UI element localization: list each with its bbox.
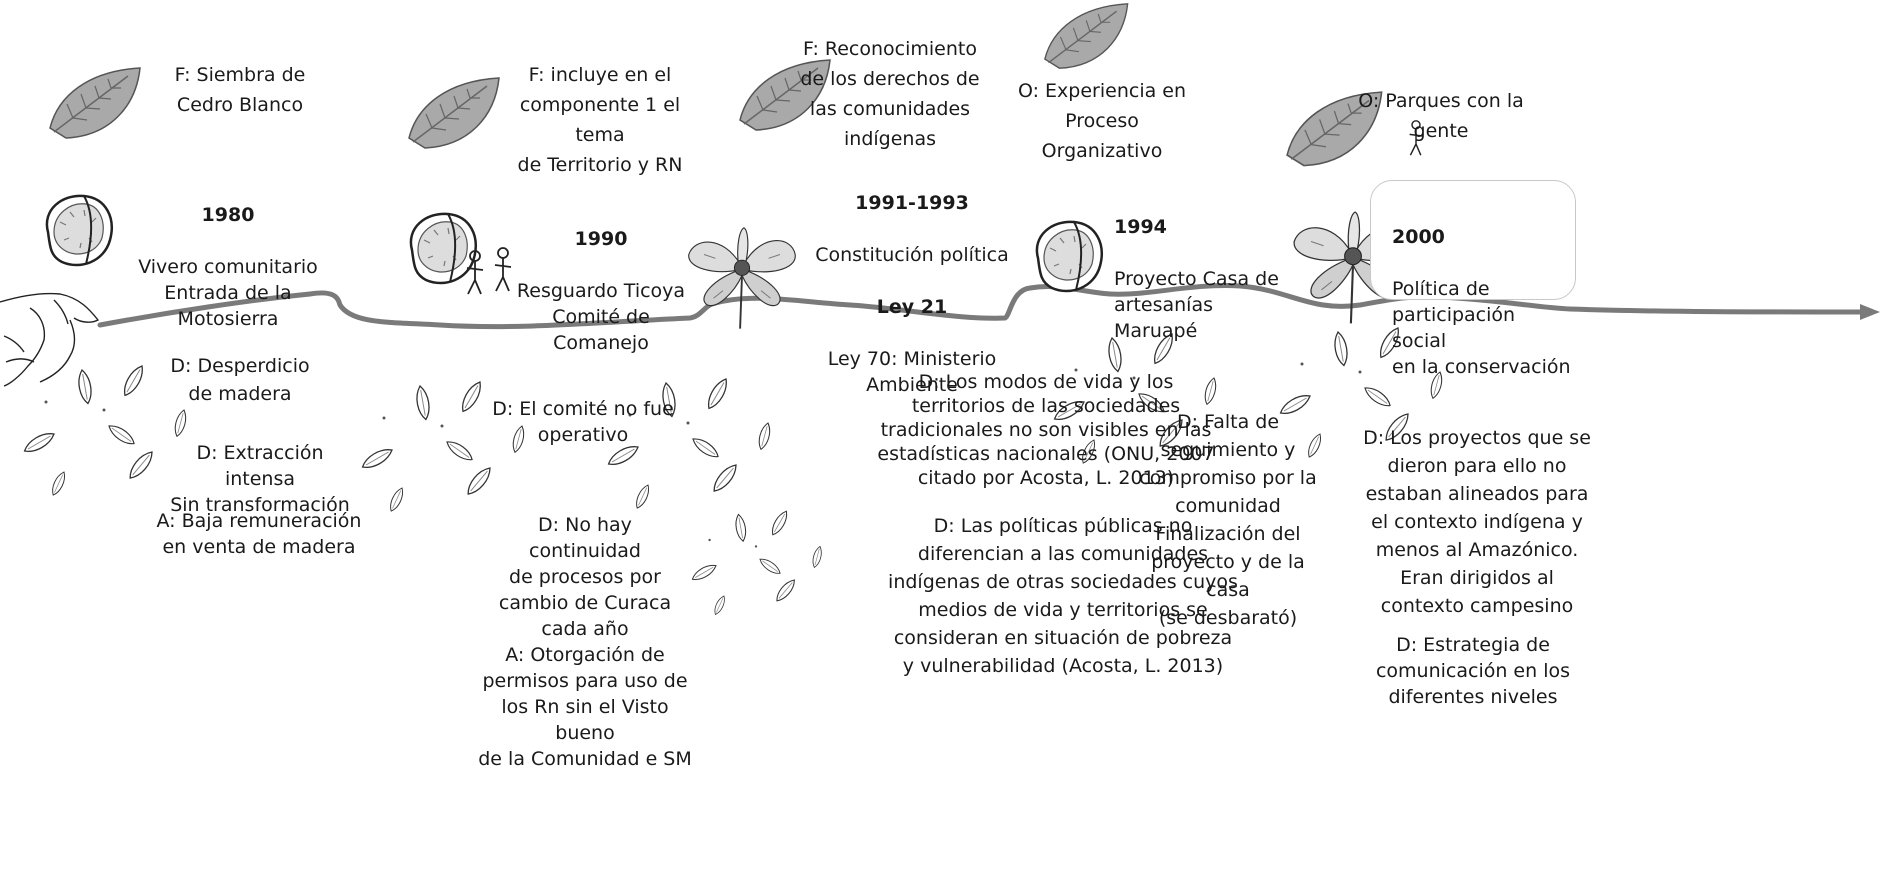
leaf-icon [409,78,499,148]
milestone-year: 2000 [1392,224,1572,250]
weakness-seguimiento: D: Falta de seguimiento y compromiso por… [1128,408,1328,632]
milestone-1980: 1980 Vivero comunitario Entrada de la Mo… [138,176,318,358]
threat-permisos: A: Otorgación de permisos para uso de lo… [470,642,700,772]
arrow-head-icon [1860,304,1880,320]
milestone-text: Constitución política [812,242,1012,268]
milestone-text: Proyecto Casa de artesanías Maruapé [1114,266,1294,344]
milestone-year: 1990 [508,226,694,252]
weakness-continuidad: D: No hay continuidad de procesos por ca… [480,512,690,642]
milestone-year: 1994 [1114,214,1294,240]
opportunity-parques: O: Parques con la gente [1356,86,1526,146]
milestone-year: 1980 [138,202,318,228]
seed-icon [411,214,476,283]
seed-icon [47,196,112,265]
weakness-comunicacion: D: Estrategia de comunicación en los dif… [1370,632,1576,710]
milestone-text: Política de participación social en la c… [1392,276,1572,380]
strength-reconocimiento: F: Reconocimiento de los derechos de las… [800,34,980,154]
strength-componente: F: incluye en el componente 1 el tema de… [500,60,700,180]
milestone-law: Ley 21 [812,294,1012,320]
weakness-desperdicio: D: Desperdicio de madera [160,352,320,408]
leaf-icon [50,68,140,138]
milestone-text: Vivero comunitario Entrada de la Motosie… [138,254,318,332]
milestone-text: Resguardo Ticoya Comité de Comanejo [508,278,694,356]
milestone-2000: 2000 Política de participación social en… [1392,198,1572,406]
flower-icon [689,228,796,329]
threat-remuneracion: A: Baja remuneración en venta de madera [150,508,368,560]
milestone-year: 1991-1993 [812,190,1012,216]
weakness-comite: D: El comité no fue operativo [490,396,676,448]
seed-icon [1037,222,1102,291]
milestone-1990: 1990 Resguardo Ticoya Comité de Comanejo [508,200,694,382]
leaf-icon [1045,4,1128,68]
falling-leaves-icon [690,509,823,616]
strength-cedro: F: Siembra de Cedro Blanco [150,60,330,120]
weakness-proyectos: D: Los proyectos que se dieron para ello… [1348,424,1606,620]
milestone-1994: 1994 Proyecto Casa de artesanías Maruapé [1114,188,1294,370]
weakness-extraccion: D: Extracción intensa Sin transformación [160,440,360,518]
opportunity-proceso: O: Experiencia en Proceso Organizativo [1010,76,1194,166]
